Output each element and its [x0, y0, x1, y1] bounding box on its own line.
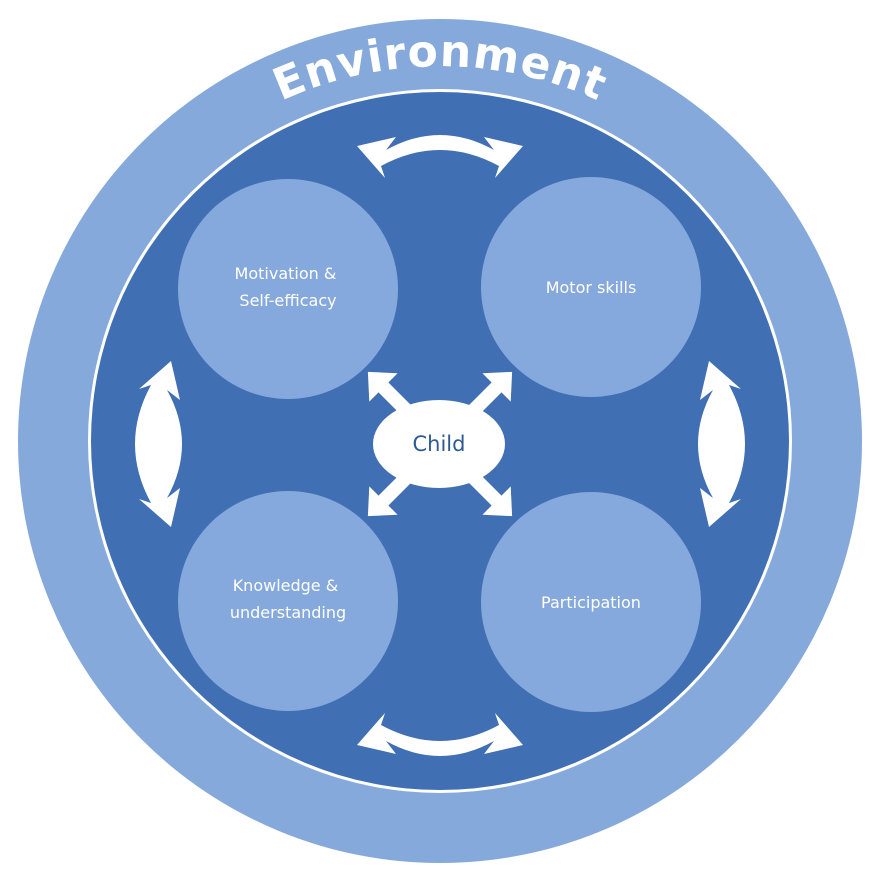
node-motor-skills-circle: [481, 177, 701, 397]
node-motor-skills-label: Motor skills: [546, 278, 637, 297]
node-motivation-label: Motivation & Self-efficacy: [235, 264, 342, 310]
node-participation-label: Participation: [541, 593, 641, 612]
node-participation-circle: [481, 492, 701, 712]
arrow-bottom: [357, 713, 523, 756]
node-motivation-circle: [178, 179, 398, 399]
child-hub: [367, 371, 513, 517]
arrow-right: [698, 361, 745, 527]
node-knowledge-circle: [178, 491, 398, 711]
arrow-top: [357, 135, 523, 178]
node-knowledge-label: Knowledge & understanding: [230, 576, 346, 622]
child-label: Child: [413, 432, 466, 456]
arrow-left: [135, 361, 182, 527]
child-ellipse: [373, 400, 505, 488]
